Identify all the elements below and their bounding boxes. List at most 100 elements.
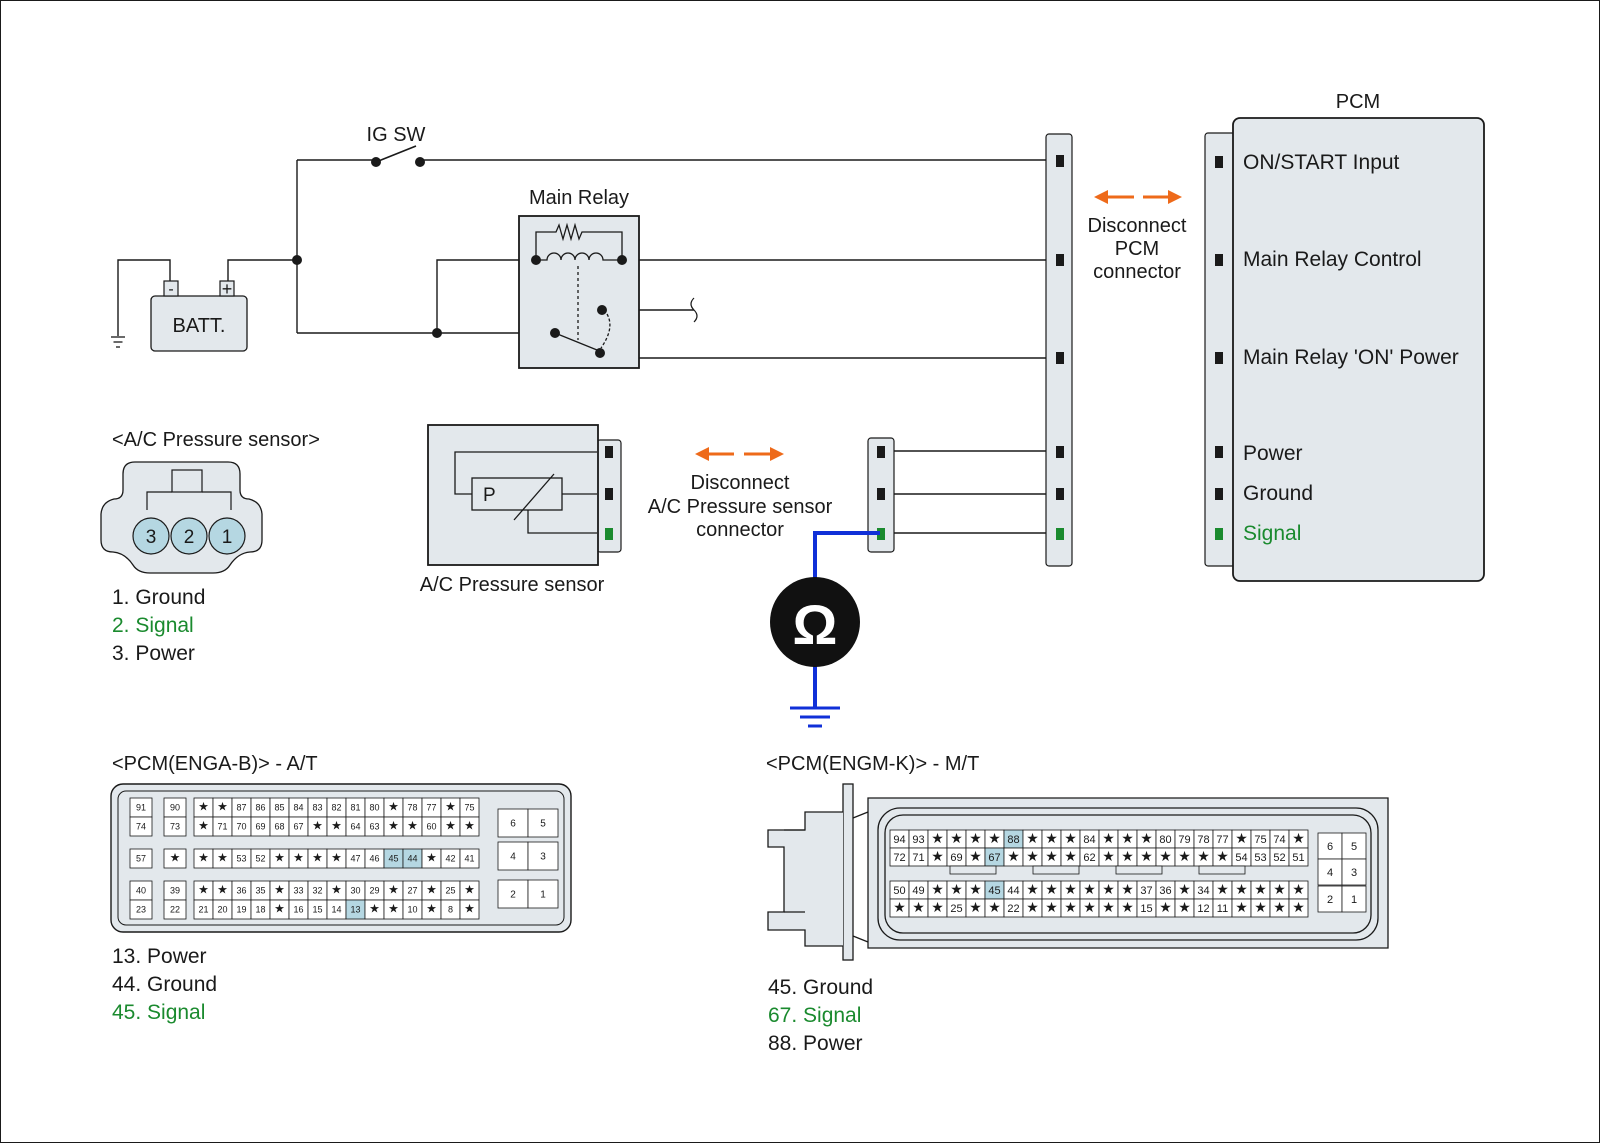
double-arrow-icon bbox=[695, 447, 784, 461]
connector-pin-number: ★ bbox=[1121, 848, 1134, 864]
connector-pin-number: 21 bbox=[198, 905, 208, 915]
connector-pin-number: 94 bbox=[893, 834, 905, 846]
connector-pin-number: ★ bbox=[1026, 899, 1039, 915]
connector-pin-number: 67 bbox=[988, 852, 1000, 864]
connector-pin-number: ★ bbox=[1102, 848, 1115, 864]
pcm-mt-legend-item: 45. Ground bbox=[768, 976, 873, 999]
double-arrow-icon bbox=[1094, 190, 1182, 204]
connector-pin-number: 82 bbox=[331, 803, 341, 813]
connector-pin-number: 3 bbox=[1351, 867, 1357, 879]
pcm-title: PCM bbox=[1336, 91, 1380, 113]
connector-pin-number: 49 bbox=[912, 885, 924, 897]
connector-pin-number: 44 bbox=[1007, 885, 1019, 897]
connector-pin-number: 52 bbox=[1273, 852, 1285, 864]
connector-pin-number: ★ bbox=[969, 899, 982, 915]
connector-pin-number: 22 bbox=[1007, 903, 1019, 915]
disconnect-sensor-line-2: A/C Pressure sensor bbox=[648, 496, 833, 518]
connector-pin-number: ★ bbox=[969, 881, 982, 897]
ohm-meter-icon: Ω bbox=[770, 577, 860, 667]
connector-pin-number: ★ bbox=[1121, 899, 1134, 915]
connector-pin-number: 84 bbox=[293, 803, 303, 813]
connector-pin-number: ★ bbox=[445, 819, 456, 833]
connector-pin-number: 67 bbox=[293, 822, 303, 832]
connector-pin-number: 51 bbox=[1292, 852, 1304, 864]
connector-pin-number: 13 bbox=[350, 905, 360, 915]
connector-pin-number: ★ bbox=[1178, 899, 1191, 915]
connector-pin-number: 1 bbox=[540, 890, 546, 901]
connector-pin-cell bbox=[527, 808, 559, 838]
connector-pin-number: ★ bbox=[1045, 830, 1058, 846]
connector-pin-number: 4 bbox=[1327, 867, 1333, 879]
connector-pin-number: 42 bbox=[445, 854, 455, 864]
connector-pin-number: ★ bbox=[1140, 830, 1153, 846]
pcm-at-title: <PCM(ENGA-B)> - A/T bbox=[112, 753, 318, 775]
connector-pin-number: ★ bbox=[217, 851, 228, 865]
connector-pin-number: ★ bbox=[969, 848, 982, 864]
connector-pin-cell bbox=[163, 899, 187, 920]
connector-pin-number: ★ bbox=[912, 899, 925, 915]
connector-pin-number: 3 bbox=[540, 852, 546, 863]
connector-key-slot bbox=[1115, 865, 1163, 875]
ground-symbol-icon bbox=[790, 706, 840, 728]
battery-label: BATT. bbox=[173, 315, 226, 337]
sensor-legend-item: 1. Ground bbox=[112, 586, 205, 609]
connector-pin-number: 41 bbox=[464, 854, 474, 864]
connector-pin-number: 71 bbox=[912, 852, 924, 864]
connector-pin-number: 35 bbox=[255, 886, 265, 896]
connector-pin-number: 53 bbox=[236, 854, 246, 864]
connector-pin-cell bbox=[527, 841, 559, 871]
connector-pin-number: ★ bbox=[1026, 830, 1039, 846]
disconnect-sensor-line-1: Disconnect bbox=[691, 472, 790, 494]
connector-pin-number: 63 bbox=[369, 822, 379, 832]
sensor-connector-title: <A/C Pressure sensor> bbox=[112, 429, 320, 451]
connector-pin-number: ★ bbox=[1083, 899, 1096, 915]
junction-dots bbox=[292, 255, 442, 338]
pcm-at-legend-item: 13. Power bbox=[112, 945, 207, 968]
disconnect-sensor-line-3: connector bbox=[696, 519, 784, 541]
connector-pin-number: 44 bbox=[407, 854, 417, 864]
connector-pin-number: ★ bbox=[198, 800, 209, 814]
connector-pin-number: ★ bbox=[331, 819, 342, 833]
pcm-pin-label: Power bbox=[1243, 442, 1303, 465]
connector-pin-number: ★ bbox=[1064, 899, 1077, 915]
connector-pin-number: 72 bbox=[893, 852, 905, 864]
connector-pin-number: 62 bbox=[1083, 852, 1095, 864]
disconnect-pcm-annotation: Disconnect PCM connector bbox=[1088, 190, 1187, 283]
connector-pin-number: ★ bbox=[1064, 830, 1077, 846]
connector-pin-number: 75 bbox=[1254, 834, 1266, 846]
connector-pin-number: 22 bbox=[170, 905, 180, 915]
connector-pin-cell bbox=[1341, 858, 1367, 886]
connector-pin-number: ★ bbox=[1026, 848, 1039, 864]
connector-pin-number: 6 bbox=[510, 819, 516, 830]
connector-pin-number: ★ bbox=[1216, 881, 1229, 897]
connector-pin-number: 36 bbox=[1159, 885, 1171, 897]
connector-pin-number: ★ bbox=[1235, 881, 1248, 897]
connector-pin-number: ★ bbox=[274, 883, 285, 897]
pcm-pin-label: Signal bbox=[1243, 522, 1301, 545]
connector-pin-number: 77 bbox=[426, 803, 436, 813]
connector-pin-cell bbox=[163, 848, 187, 869]
connector-pin-number: 71 bbox=[217, 822, 227, 832]
connector-pin-number: 57 bbox=[136, 854, 146, 864]
connector-pin-number: 15 bbox=[1140, 903, 1152, 915]
connector-pin-number: ★ bbox=[217, 883, 228, 897]
connector-pin-number: ★ bbox=[969, 830, 982, 846]
connector-pin-number: ★ bbox=[1273, 899, 1286, 915]
connector-pin-number: 80 bbox=[369, 803, 379, 813]
connector-pin-number: 6 bbox=[1327, 841, 1333, 853]
connector-pin-number: 78 bbox=[1197, 834, 1209, 846]
connector-pin-number: ★ bbox=[369, 902, 380, 916]
connector-pin-number: 4 bbox=[510, 852, 516, 863]
connector-key-slot bbox=[1032, 865, 1080, 875]
connector-pin-number: 25 bbox=[445, 886, 455, 896]
battery-plus-label: + bbox=[222, 279, 233, 299]
connector-pin-number: ★ bbox=[950, 881, 963, 897]
connector-pin-number: 70 bbox=[236, 822, 246, 832]
connector-pin-number: 45 bbox=[988, 885, 1000, 897]
connector-pin-cell bbox=[1317, 885, 1343, 913]
connector-pin-number: 45 bbox=[388, 854, 398, 864]
connector-pin-number: ★ bbox=[1102, 899, 1115, 915]
